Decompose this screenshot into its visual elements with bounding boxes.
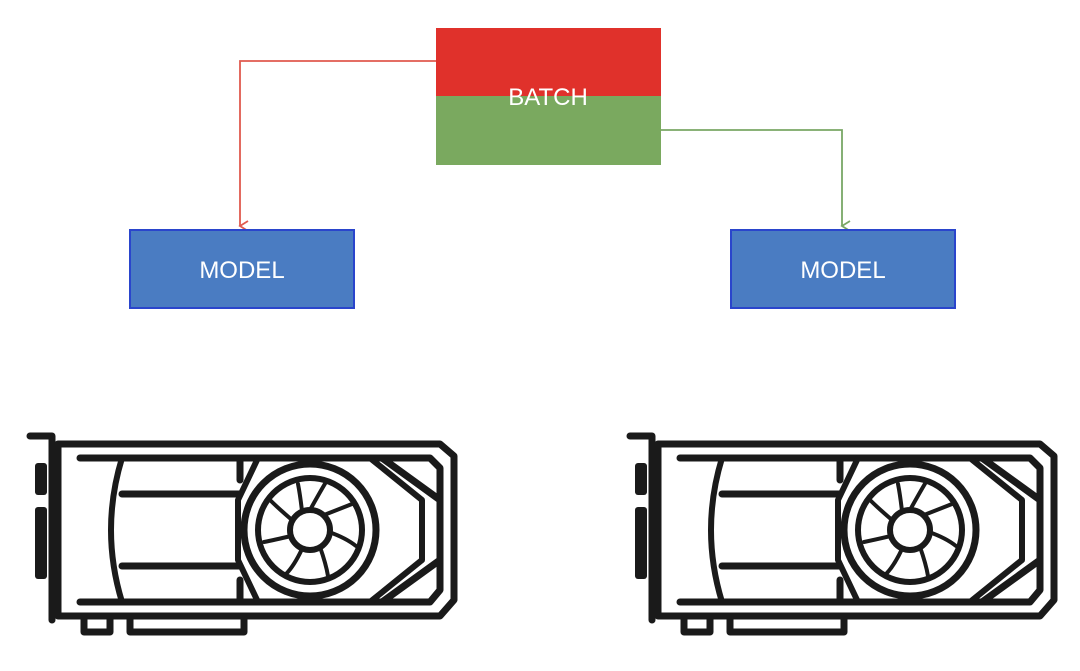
gpu-card-icon bbox=[630, 436, 1054, 632]
model-box-right: MODEL bbox=[730, 229, 956, 309]
batch-bottom-half bbox=[436, 96, 661, 165]
model-box-left: MODEL bbox=[129, 229, 355, 309]
batch-label: BATCH bbox=[508, 84, 588, 111]
batch-block: BATCH bbox=[436, 28, 661, 165]
model-label-left: MODEL bbox=[199, 257, 284, 284]
gpu-card-icon bbox=[30, 436, 454, 632]
model-label-right: MODEL bbox=[800, 257, 885, 284]
arrow-to-left-model bbox=[238, 60, 436, 232]
batch-top-half bbox=[436, 28, 661, 96]
arrow-to-right-model bbox=[661, 129, 851, 232]
